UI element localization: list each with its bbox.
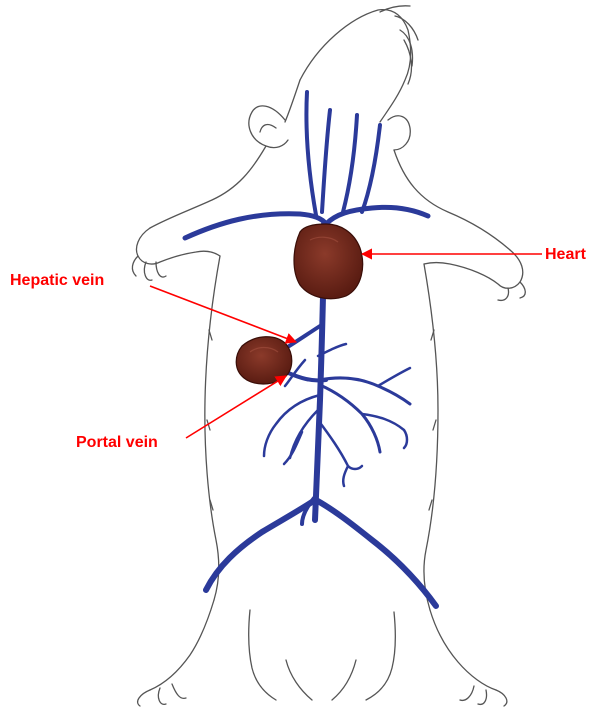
- left-leg: [150, 600, 214, 690]
- right-subclavian-vein: [326, 207, 428, 224]
- left-iliac-vein: [206, 500, 315, 590]
- right-leg: [430, 610, 496, 690]
- neck-vein-3: [343, 115, 357, 212]
- neck-vein-2: [322, 110, 330, 212]
- heart: [294, 224, 363, 299]
- left-ear: [249, 106, 288, 148]
- right-iliac-vein: [316, 500, 436, 606]
- hepatic-vein-branch: [286, 326, 320, 348]
- torso-right: [424, 264, 438, 610]
- left-paw: [132, 256, 166, 280]
- hepatic-vein-label: Hepatic vein: [10, 272, 104, 289]
- right-paw: [498, 282, 525, 300]
- portal-vein-label: Portal vein: [76, 434, 158, 451]
- neck-vein-1: [306, 92, 316, 215]
- vessel-network: [185, 92, 436, 606]
- right-arm: [424, 250, 523, 288]
- right-ear: [388, 116, 410, 150]
- left-arm: [137, 228, 221, 264]
- heart-label: Heart: [545, 246, 587, 263]
- hepatic-vein-leader-line: [150, 286, 296, 342]
- mouse-head: [300, 10, 411, 122]
- portal-vein-leader-line: [186, 376, 286, 438]
- neck-vein-4: [362, 125, 380, 212]
